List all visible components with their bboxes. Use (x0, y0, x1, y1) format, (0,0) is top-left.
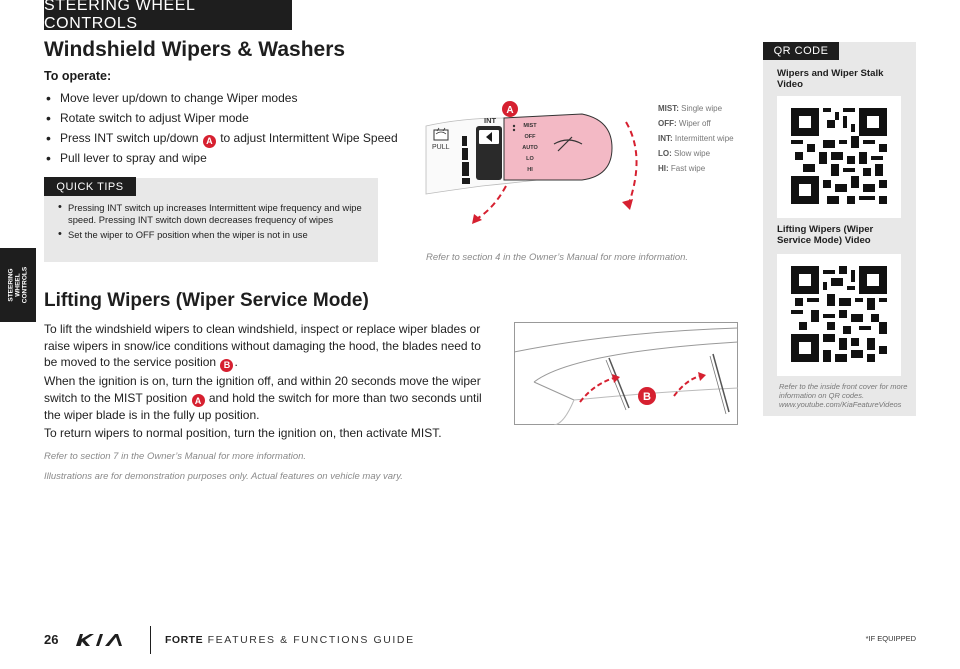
list-item: Rotate switch to adjust Wiper mode (44, 108, 424, 128)
owners-manual-ref-section7: Refer to section 7 in the Owner’s Manual… (44, 451, 307, 462)
to-operate-heading: To operate: (44, 69, 112, 83)
badge-a-icon (502, 101, 518, 117)
mode-auto-label: AUTO (522, 145, 538, 151)
legend-key: MIST: (658, 104, 679, 113)
mode-off-label: OFF (525, 134, 537, 140)
paragraph-text: and hold the switch for more than two se… (44, 390, 482, 423)
legend-value: Slow wipe (674, 149, 711, 158)
illustration-disclaimer: Illustrations are for demonstration purp… (44, 471, 403, 482)
footer-guide-text: FEATURES & FUNCTIONS GUIDE (207, 634, 415, 646)
page-number: 26 (44, 632, 59, 647)
list-item: INT: Intermittent wipe (658, 131, 768, 146)
mode-mist-label: MIST (523, 123, 537, 129)
list-item: LO: Slow wipe (658, 146, 768, 161)
paragraph-text: . (234, 355, 238, 369)
badge-b-icon (638, 387, 656, 405)
list-item: Pull lever to spray and wipe (44, 148, 424, 168)
footer-model: FORTE (165, 634, 204, 646)
quick-tips-list: Pressing INT switch up increases Intermi… (58, 202, 370, 245)
legend-value: Intermittent wipe (674, 134, 734, 143)
diagram-badge-a: A (506, 105, 513, 116)
wiper-stalk-diagram: PULL INT MIST OFF AUTO LO HI A (425, 101, 638, 224)
paragraph-text: To lift the windshield wipers to clean w… (44, 322, 481, 369)
legend-key: OFF: (658, 119, 677, 128)
qr-video-1-title: Wipers and Wiper Stalk Video (777, 68, 884, 90)
mode-hi-label: HI (527, 167, 533, 173)
legend-value: Wiper off (678, 119, 711, 128)
page-footer: 26 FORTE FEATURES & FUNCTIONS GUIDE *IF … (44, 626, 924, 654)
legend-value: Fast wipe (670, 164, 706, 173)
wiper-mode-legend: MIST: Single wipe OFF: Wiper off INT: In… (658, 101, 768, 176)
badge-b-icon: B (220, 358, 234, 372)
lifting-wipers-paragraph-3: To return wipers to normal position, tur… (44, 426, 442, 440)
quick-tips-label: QUICK TIPS (44, 177, 136, 196)
paragraph-text: When the ignition is on, turn the igniti… (44, 374, 481, 405)
quick-tips-box: QUICK TIPS Pressing INT switch up increa… (44, 177, 378, 262)
mode-lo-label: LO (526, 156, 534, 162)
list-item: HI: Fast wipe (658, 161, 768, 176)
windshield-wiper-icon (553, 136, 583, 152)
wiper-mode-dial (503, 113, 613, 181)
step-text: Move lever up/down to change Wiper modes (60, 91, 298, 105)
list-item: Set the wiper to OFF position when the w… (58, 229, 370, 241)
side-section-label: STEERING WHEEL CONTROLS (0, 248, 36, 322)
footer-guide-title: FORTE FEATURES & FUNCTIONS GUIDE (165, 634, 415, 646)
kia-logo-icon (76, 634, 122, 646)
list-item: MIST: Single wipe (658, 101, 768, 116)
side-label-text: STEERING WHEEL CONTROLS (7, 266, 29, 304)
footer-divider (150, 626, 151, 654)
wipers-section-title: Windshield Wipers & Washers (44, 38, 346, 61)
legend-key: LO: (658, 149, 672, 158)
header-tab: STEERING WHEEL CONTROLS (44, 0, 292, 32)
list-item: Pressing INT switch up increases Intermi… (58, 202, 370, 225)
legend-key: INT: (658, 134, 673, 143)
pull-washer-icon (433, 127, 449, 141)
diagram-badge-b: B (643, 391, 651, 403)
list-item: OFF: Wiper off (658, 116, 768, 131)
qr-code-wipers-video[interactable] (777, 96, 901, 218)
qr-code-service-mode-video[interactable] (777, 254, 901, 376)
qr-code-icon (791, 108, 887, 204)
owners-manual-ref-section4: Refer to section 4 in the Owner’s Manual… (426, 252, 689, 263)
lifting-wipers-paragraph-1: To lift the windshield wipers to clean w… (44, 321, 494, 372)
lifting-wipers-paragraph-2: When the ignition is on, turn the igniti… (44, 373, 494, 424)
qr-code-note: Refer to the inside front cover for more… (779, 382, 908, 409)
badge-a-icon: A (202, 134, 216, 148)
step-text: Press INT switch up/down (60, 131, 199, 145)
list-item: Move lever up/down to change Wiper modes (44, 88, 424, 108)
int-label: INT (484, 116, 497, 125)
pull-label: PULL (432, 144, 450, 151)
qr-video-2-title: Lifting Wipers (Wiper Service Mode) Vide… (777, 224, 874, 246)
qr-code-icon (791, 266, 887, 362)
step-text: Pull lever to spray and wipe (60, 151, 207, 165)
legend-key: HI: (658, 164, 669, 173)
list-item: Press INT switch up/down A to adjust Int… (44, 128, 424, 148)
lifting-wipers-title: Lifting Wipers (Wiper Service Mode) (44, 290, 369, 311)
legend-value: Single wipe (681, 104, 723, 113)
windshield-service-position-diagram: B (514, 322, 738, 425)
badge-a-icon: A (191, 394, 205, 408)
qr-code-label: QR CODE (763, 42, 839, 60)
if-equipped-note: *IF EQUIPPED (865, 634, 916, 643)
step-text: to adjust Intermittent Wipe Speed (220, 131, 398, 145)
step-text: Rotate switch to adjust Wiper mode (60, 111, 249, 125)
operation-steps-list: Move lever up/down to change Wiper modes… (44, 88, 424, 168)
